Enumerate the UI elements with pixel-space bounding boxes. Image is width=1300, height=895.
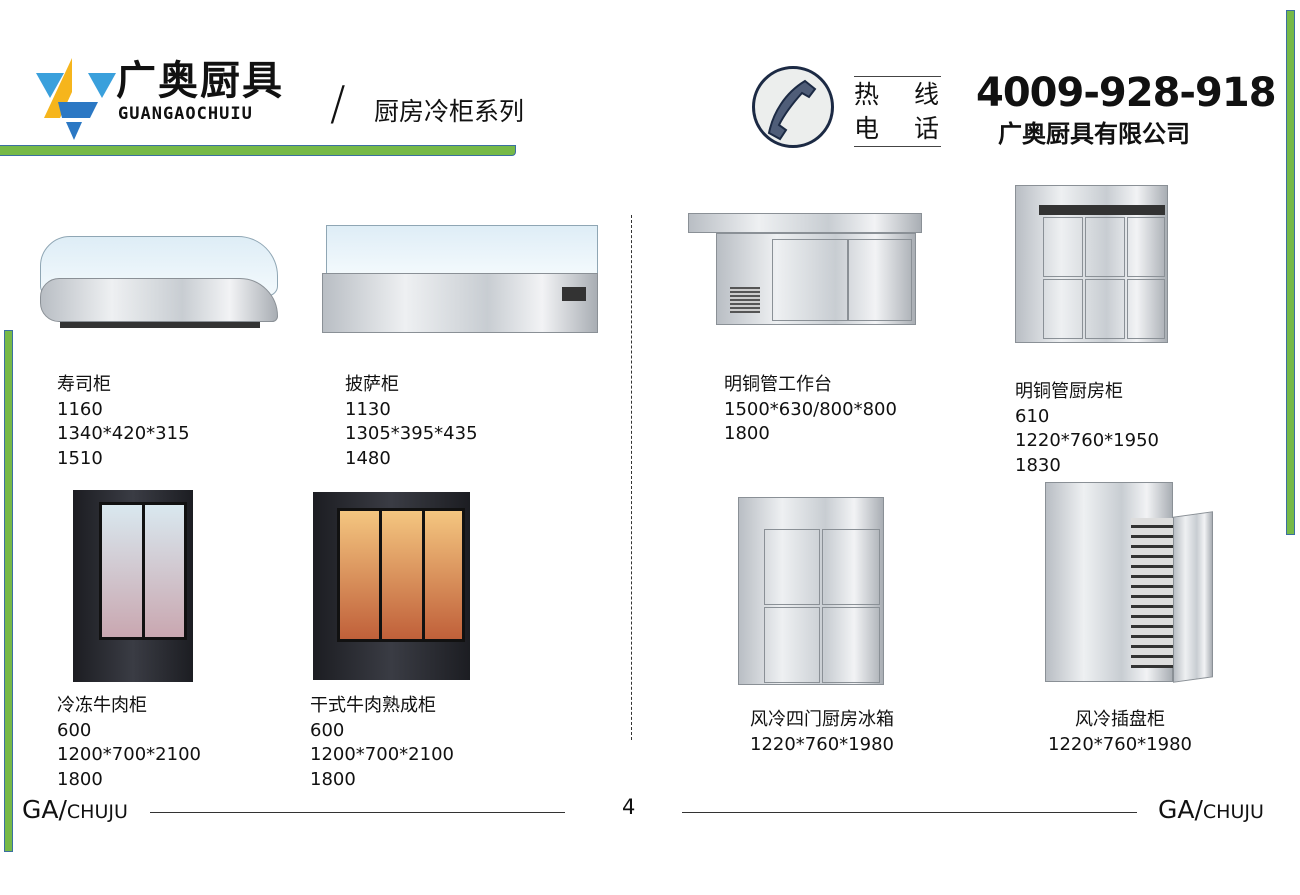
center-divider <box>631 215 632 740</box>
page-number: 4 <box>622 795 636 819</box>
right-accent-bar <box>1286 10 1295 535</box>
product-image-frozen-beef-cabinet <box>73 490 193 682</box>
footer-brand-right: GA/CHUJU <box>1158 795 1264 824</box>
title-separator: / <box>330 76 346 130</box>
product-image-worktable <box>688 213 922 340</box>
phone-number: 4009-928-918 <box>976 70 1277 116</box>
footer-brand-left: GA/CHUJU <box>22 795 128 824</box>
phone-icon <box>752 66 834 148</box>
left-accent-bar <box>4 330 13 852</box>
product-image-kitchen-cabinet <box>1015 185 1168 352</box>
section-title: 厨房冷柜系列 <box>374 97 525 126</box>
logo-mark-icon <box>36 58 116 140</box>
footer-line-right <box>682 812 1137 813</box>
product-image-tray-cabinet <box>1045 482 1218 690</box>
product-image-sushi-cabinet <box>40 228 278 330</box>
logo-cn: 广奥厨具 <box>116 58 284 104</box>
logo-en: GUANGAOCHUIU <box>118 104 253 124</box>
logo: 广奥厨具 GUANGAOCHUIU <box>36 58 306 140</box>
product-image-pizza-cabinet <box>322 225 598 335</box>
product-image-four-door-fridge <box>738 497 884 692</box>
footer-line-left <box>150 812 565 813</box>
company-name: 广奥厨具有限公司 <box>998 120 1190 148</box>
hotline-label: 热 线 电 话 <box>854 76 941 147</box>
top-accent-bar <box>0 145 516 156</box>
product-image-dry-aging-cabinet <box>313 492 470 680</box>
